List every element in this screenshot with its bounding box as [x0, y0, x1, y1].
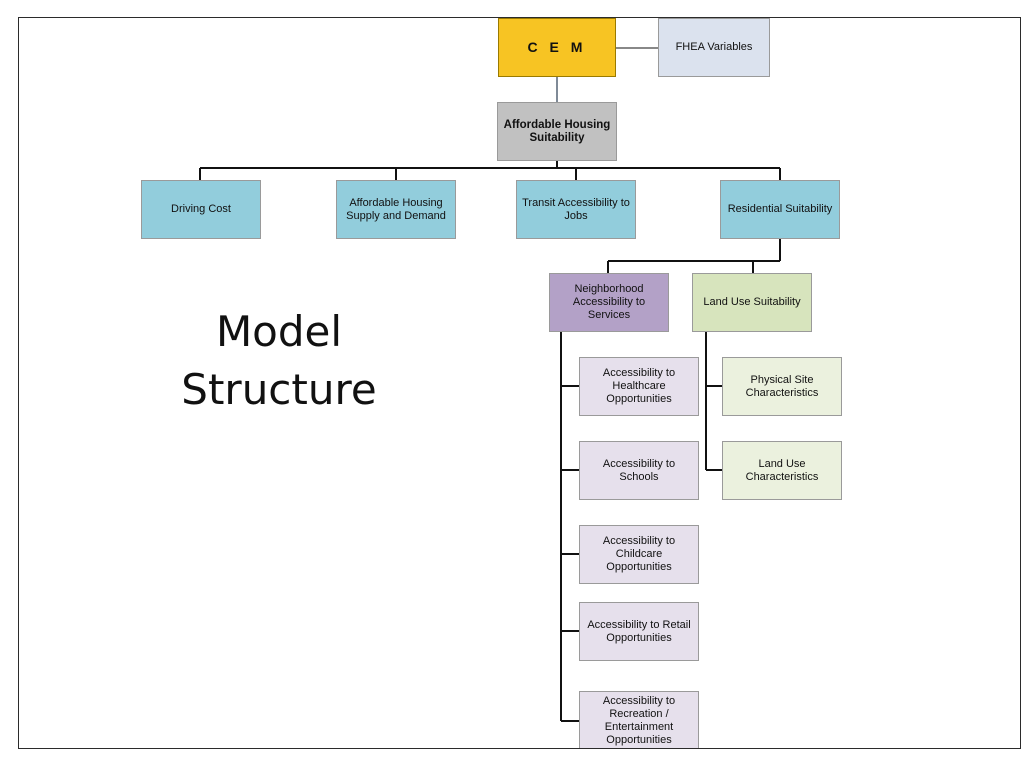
node-driving-cost: Driving Cost: [141, 180, 261, 239]
node-land-use-characteristics: Land Use Characteristics: [722, 441, 842, 500]
node-accessibility-recreation: Accessibility to Recreation / Entertainm…: [579, 691, 699, 748]
node-affordable-housing-suitability: Affordable Housing Suitability: [497, 102, 617, 161]
slide-title: Model Structure: [181, 307, 377, 414]
node-neighborhood-accessibility: Neighborhood Accessibility to Services: [549, 273, 669, 332]
node-physical-site-characteristics: Physical Site Characteristics: [722, 357, 842, 416]
node-fhea-variables: FHEA Variables: [658, 18, 770, 77]
node-residential-suitability: Residential Suitability: [720, 180, 840, 239]
node-accessibility-retail: Accessibility to Retail Opportunities: [579, 602, 699, 661]
node-cem: C E M: [498, 18, 616, 77]
node-accessibility-healthcare: Accessibility to Healthcare Opportunitie…: [579, 357, 699, 416]
slide: Model Structure C E M FHEA Variables Aff…: [18, 17, 1021, 749]
node-accessibility-schools: Accessibility to Schools: [579, 441, 699, 500]
node-affordable-housing-supply-demand: Affordable Housing Supply and Demand: [336, 180, 456, 239]
node-transit-accessibility-to-jobs: Transit Accessibility to Jobs: [516, 180, 636, 239]
node-accessibility-childcare: Accessibility to Childcare Opportunities: [579, 525, 699, 584]
node-land-use-suitability: Land Use Suitability: [692, 273, 812, 332]
